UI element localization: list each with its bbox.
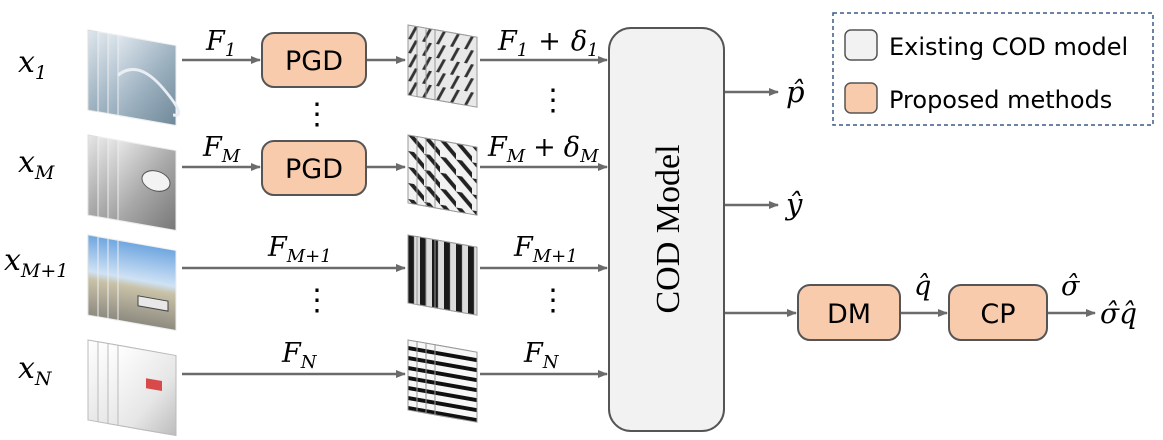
cp-box: CP bbox=[948, 284, 1048, 341]
label-fm1-in: FM+1 bbox=[267, 232, 332, 267]
feature-stack-1 bbox=[407, 24, 478, 108]
label-fm-delta: FM+δM bbox=[487, 132, 599, 167]
input-label-xm: xM bbox=[18, 145, 55, 184]
legend-item-proposed: Proposed methods bbox=[844, 82, 1112, 114]
legend: Existing COD model Proposed methods bbox=[832, 12, 1154, 126]
output-y-hat: ŷ bbox=[784, 187, 803, 221]
svg-text:PGD: PGD bbox=[285, 154, 343, 185]
ellipsis-input-bottom: ⋮ bbox=[302, 283, 332, 318]
pgd-box-top: PGD bbox=[261, 32, 367, 88]
feature-stack-m1 bbox=[407, 234, 478, 316]
output-p-hat: p̂ bbox=[786, 75, 805, 109]
legend-item-existing: Existing COD model bbox=[844, 29, 1128, 61]
label-f1-delta: F1+δ1 bbox=[497, 26, 599, 61]
label-fn-out: FN bbox=[523, 338, 560, 373]
arrows bbox=[182, 56, 1096, 378]
svg-text:DM: DM bbox=[827, 299, 871, 330]
output-final: σ̂q̂ bbox=[1100, 297, 1137, 330]
label-q-hat: q̂ bbox=[914, 271, 931, 302]
label-sigma-hat: σ̂ bbox=[1061, 271, 1081, 302]
input-label-x1: x1 bbox=[18, 45, 47, 84]
cod-model-box: COD Model bbox=[608, 27, 725, 432]
label-fn-in: FN bbox=[281, 338, 318, 373]
label-f1: F1 bbox=[205, 26, 236, 61]
ellipsis-feature-bottom: ⋮ bbox=[538, 283, 568, 318]
input-stack-n bbox=[87, 339, 177, 437]
label-fm1-out: FM+1 bbox=[513, 232, 578, 267]
svg-text:COD Model: COD Model bbox=[650, 144, 687, 313]
label-fm: FM bbox=[202, 132, 241, 167]
svg-text:Existing COD model: Existing COD model bbox=[889, 33, 1128, 61]
pgd-box-bottom: PGD bbox=[261, 140, 367, 196]
feature-stack-m bbox=[407, 134, 478, 216]
input-stack-m bbox=[87, 134, 177, 232]
input-stack-1 bbox=[87, 29, 181, 127]
input-label-xm1: xM+1 bbox=[4, 243, 68, 282]
dm-box: DM bbox=[797, 284, 901, 341]
svg-text:Proposed methods: Proposed methods bbox=[889, 86, 1112, 114]
input-label-xn: xN bbox=[18, 351, 53, 390]
input-stack-m1 bbox=[87, 234, 177, 332]
svg-text:CP: CP bbox=[980, 299, 1015, 330]
ellipsis-pgd: ⋮ bbox=[302, 97, 332, 132]
svg-text:PGD: PGD bbox=[285, 46, 343, 77]
ellipsis-feature-top: ⋮ bbox=[538, 83, 568, 118]
feature-stack-n bbox=[407, 339, 478, 423]
